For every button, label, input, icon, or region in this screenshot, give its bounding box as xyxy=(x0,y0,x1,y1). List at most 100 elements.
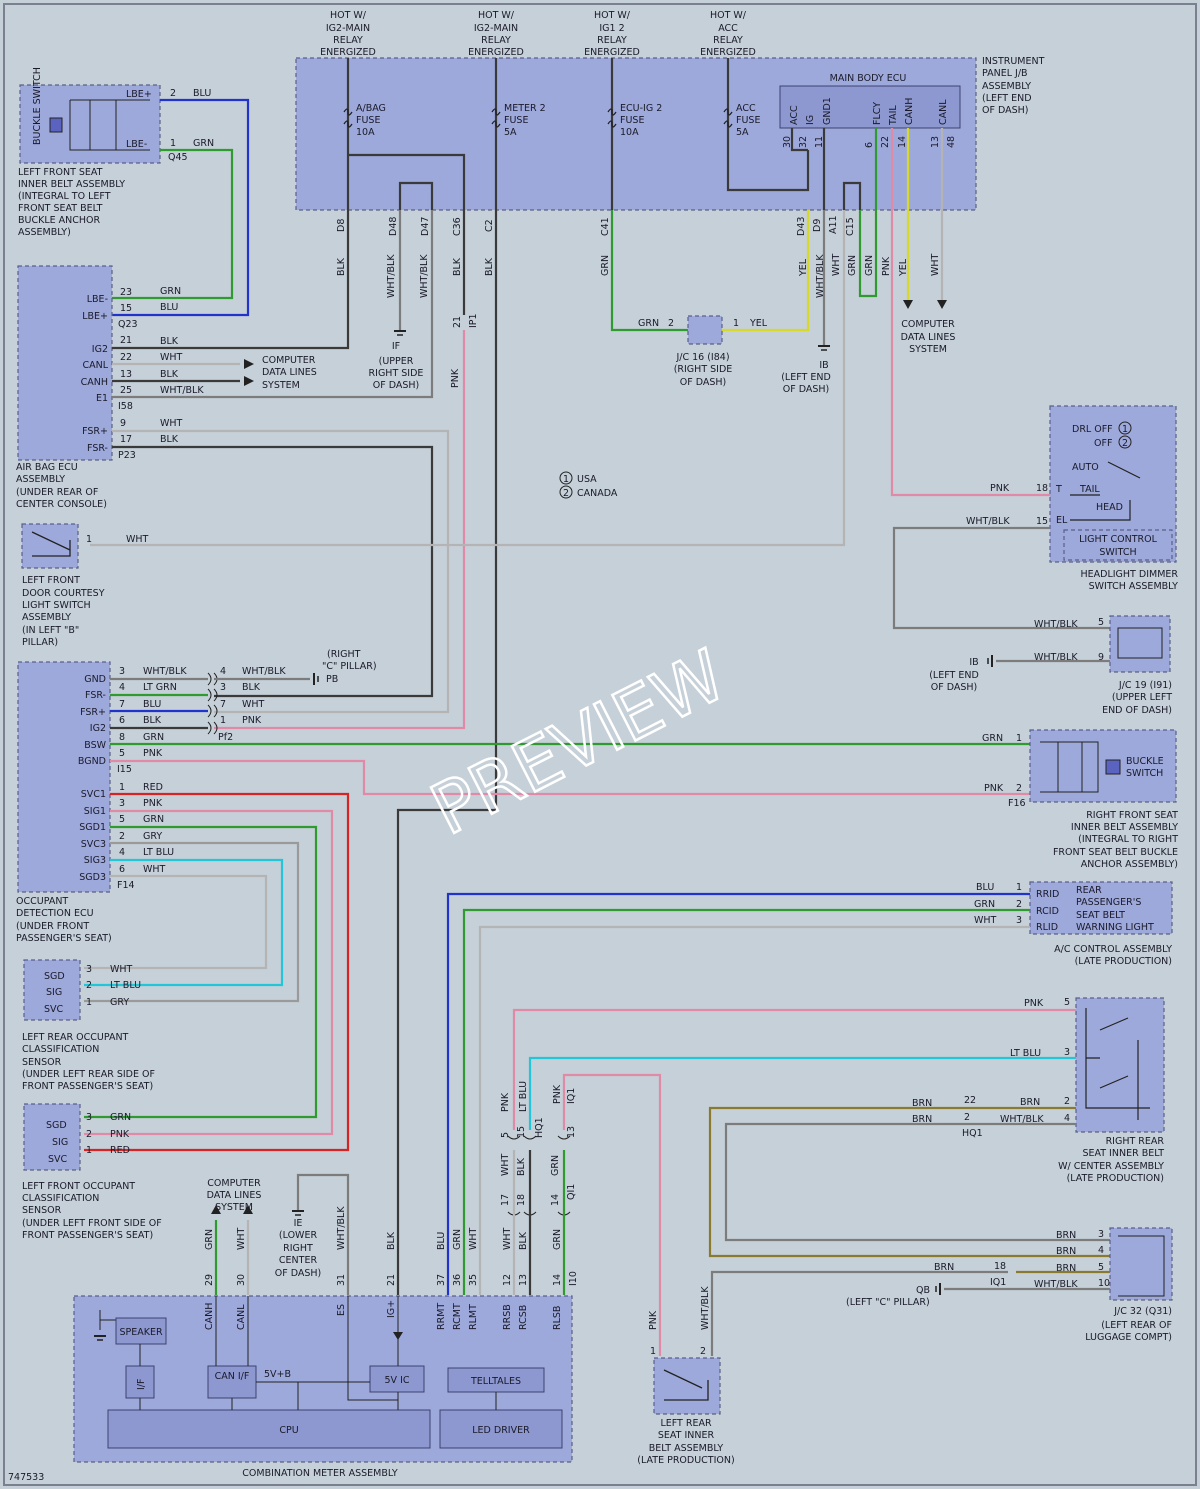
svg-text:WHT/BLK: WHT/BLK xyxy=(1034,619,1078,630)
svg-text:GRN: GRN xyxy=(638,318,659,329)
svg-text:14: 14 xyxy=(897,136,908,148)
svg-text:BLK: BLK xyxy=(516,1157,527,1176)
jb-connector-label: C2 xyxy=(484,219,495,232)
svg-text:IB: IB xyxy=(969,657,978,668)
led-driver-block xyxy=(439,1409,563,1449)
svg-text:WHT: WHT xyxy=(468,1227,479,1250)
svg-text:A11: A11 xyxy=(828,215,839,234)
svg-text:COMBINATION METER ASSEMBLY: COMBINATION METER ASSEMBLY xyxy=(242,1468,398,1479)
ip1-label: IP1 xyxy=(468,313,479,328)
svg-text:SVC: SVC xyxy=(48,1154,68,1165)
jb-connector-label: D8 xyxy=(336,219,347,232)
svg-text:21: 21 xyxy=(120,335,132,346)
svg-text:IG: IG xyxy=(805,115,816,125)
svg-text:IG2: IG2 xyxy=(92,344,108,355)
svg-text:17: 17 xyxy=(120,434,132,445)
svg-text:D43: D43 xyxy=(796,217,807,236)
svg-text:IF: IF xyxy=(392,341,400,352)
svg-text:IG2-MAIN: IG2-MAIN xyxy=(474,23,518,34)
svg-text:ACC: ACC xyxy=(736,103,756,114)
svg-text:5: 5 xyxy=(119,748,125,759)
svg-text:CANL: CANL xyxy=(236,1304,247,1330)
telltales-block xyxy=(447,1367,545,1393)
svg-text:RLID: RLID xyxy=(1036,922,1058,933)
svg-text:(UPPER: (UPPER xyxy=(379,356,414,367)
svg-text:18: 18 xyxy=(994,1261,1006,1272)
legend: 1 USA 2 CANADA xyxy=(559,471,618,499)
svg-text:ASSEMBLY: ASSEMBLY xyxy=(982,81,1031,92)
svg-text:SIG3: SIG3 xyxy=(84,855,106,866)
svg-text:FSR+: FSR+ xyxy=(82,426,108,437)
svg-text:5: 5 xyxy=(500,1132,511,1138)
svg-text:13: 13 xyxy=(566,1126,577,1138)
svg-text:36: 36 xyxy=(452,1274,463,1286)
svg-text:RELAY: RELAY xyxy=(333,35,363,46)
svg-text:37: 37 xyxy=(436,1274,447,1286)
svg-text:WHT/BLK: WHT/BLK xyxy=(1034,652,1078,663)
svg-text:13: 13 xyxy=(930,136,941,148)
diagram-id: 747533 xyxy=(8,1472,44,1483)
svg-text:C41: C41 xyxy=(600,217,611,236)
jb-wire-label: BLK xyxy=(484,257,495,276)
svg-text:C36: C36 xyxy=(452,217,463,236)
svg-text:SIG: SIG xyxy=(52,1137,68,1148)
jb-wire-label: GRN xyxy=(847,255,858,276)
svg-text:WHT/BLK: WHT/BLK xyxy=(700,1286,711,1330)
svg-text:F14: F14 xyxy=(117,880,135,891)
svg-text:GRN: GRN xyxy=(550,1155,561,1176)
svg-text:PNK: PNK xyxy=(1024,998,1044,1009)
svg-text:6: 6 xyxy=(864,142,875,148)
fuse-symbol xyxy=(343,108,353,128)
svg-text:WHT: WHT xyxy=(831,253,842,276)
svg-text:SGD3: SGD3 xyxy=(79,872,106,883)
svg-text:SYSTEM: SYSTEM xyxy=(909,344,947,355)
svg-text:21: 21 xyxy=(386,1274,397,1286)
ecu-pin-label: ACC xyxy=(789,105,800,125)
jb-wire-label: WHT/BLK xyxy=(386,254,397,298)
svg-text:PASSENGER'S: PASSENGER'S xyxy=(1076,897,1141,908)
svg-text:BLK: BLK xyxy=(518,1231,529,1250)
svg-text:D9: D9 xyxy=(812,219,823,232)
svg-text:J/C 19 (I91): J/C 19 (I91) xyxy=(1118,680,1172,691)
svg-text:5V IC: 5V IC xyxy=(385,1375,410,1386)
svg-text:LEFT FRONT: LEFT FRONT xyxy=(22,575,80,586)
headlight-dimmer-switch: DRL OFF 1 OFF 2 AUTO TAIL HEAD T EL 18PN… xyxy=(966,405,1178,592)
svg-text:IQ1: IQ1 xyxy=(990,1277,1006,1288)
svg-text:FSR-: FSR- xyxy=(85,690,106,701)
svg-text:10A: 10A xyxy=(620,127,639,138)
svg-text:T: T xyxy=(1055,484,1062,495)
svg-text:LT GRN: LT GRN xyxy=(143,682,177,693)
svg-text:SYSTEM: SYSTEM xyxy=(215,1202,253,1213)
svg-text:31: 31 xyxy=(336,1274,347,1286)
svg-text:GRN: GRN xyxy=(193,138,214,149)
svg-text:BLK: BLK xyxy=(160,336,179,347)
svg-text:GRN: GRN xyxy=(160,286,181,297)
svg-text:LEFT REAR: LEFT REAR xyxy=(660,1418,712,1429)
svg-text:PB: PB xyxy=(326,674,338,685)
svg-text:9: 9 xyxy=(120,418,126,429)
svg-text:"C" PILLAR): "C" PILLAR) xyxy=(322,661,377,672)
svg-text:4: 4 xyxy=(1098,1245,1104,1256)
jb-connector-label: A11 xyxy=(828,215,839,234)
svg-text:GRY: GRY xyxy=(110,997,129,1008)
svg-text:METER 2: METER 2 xyxy=(504,103,546,114)
svg-text:CANL: CANL xyxy=(938,99,949,125)
svg-text:(UNDER REAR OF: (UNDER REAR OF xyxy=(16,487,98,498)
svg-text:DRL OFF: DRL OFF xyxy=(1072,424,1113,435)
svg-text:14: 14 xyxy=(550,1194,561,1206)
svg-text:WHT: WHT xyxy=(160,352,183,363)
svg-text:(UPPER LEFT: (UPPER LEFT xyxy=(1112,692,1172,703)
ecu-pin-label: TAIL xyxy=(888,105,899,126)
